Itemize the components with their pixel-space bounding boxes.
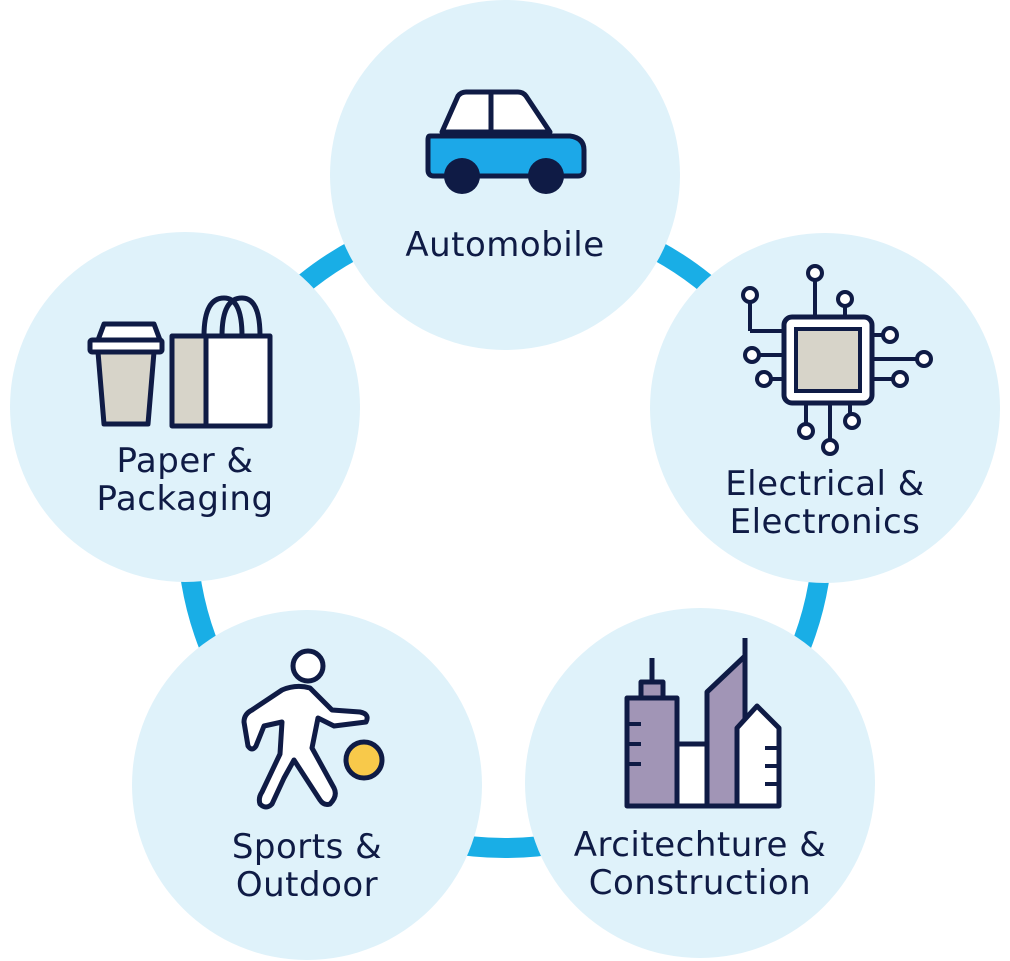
- basketball-player-icon: [241, 648, 385, 810]
- category-paper: Paper & Packaging: [10, 232, 360, 582]
- category-architecture: Arcitechture & Construction: [525, 608, 875, 958]
- label-line: Electronics: [729, 502, 921, 542]
- category-label-paper: Paper & Packaging: [10, 442, 360, 518]
- microchip-icon: [741, 264, 933, 456]
- category-sports: Sports & Outdoor: [132, 610, 482, 960]
- cup-and-bag-icon: [87, 295, 273, 429]
- label-line: Sports &: [231, 827, 383, 867]
- label-line: Paper &: [116, 441, 254, 481]
- label-line: Arcitechture &: [573, 825, 827, 865]
- category-label-sports: Sports & Outdoor: [132, 828, 482, 904]
- category-automobile: Automobile: [330, 0, 680, 350]
- label-line: Packaging: [96, 479, 274, 519]
- category-label-electrical: Electrical & Electronics: [650, 465, 1000, 541]
- category-label-automobile: Automobile: [330, 226, 680, 264]
- city-buildings-icon: [624, 638, 782, 809]
- car-icon: [425, 89, 587, 194]
- label-line: Automobile: [405, 225, 605, 265]
- label-line: Construction: [588, 863, 812, 903]
- label-line: Electrical &: [725, 464, 925, 504]
- label-line: Outdoor: [235, 865, 379, 905]
- category-electrical: Electrical & Electronics: [650, 233, 1000, 583]
- category-label-architecture: Arcitechture & Construction: [525, 826, 875, 902]
